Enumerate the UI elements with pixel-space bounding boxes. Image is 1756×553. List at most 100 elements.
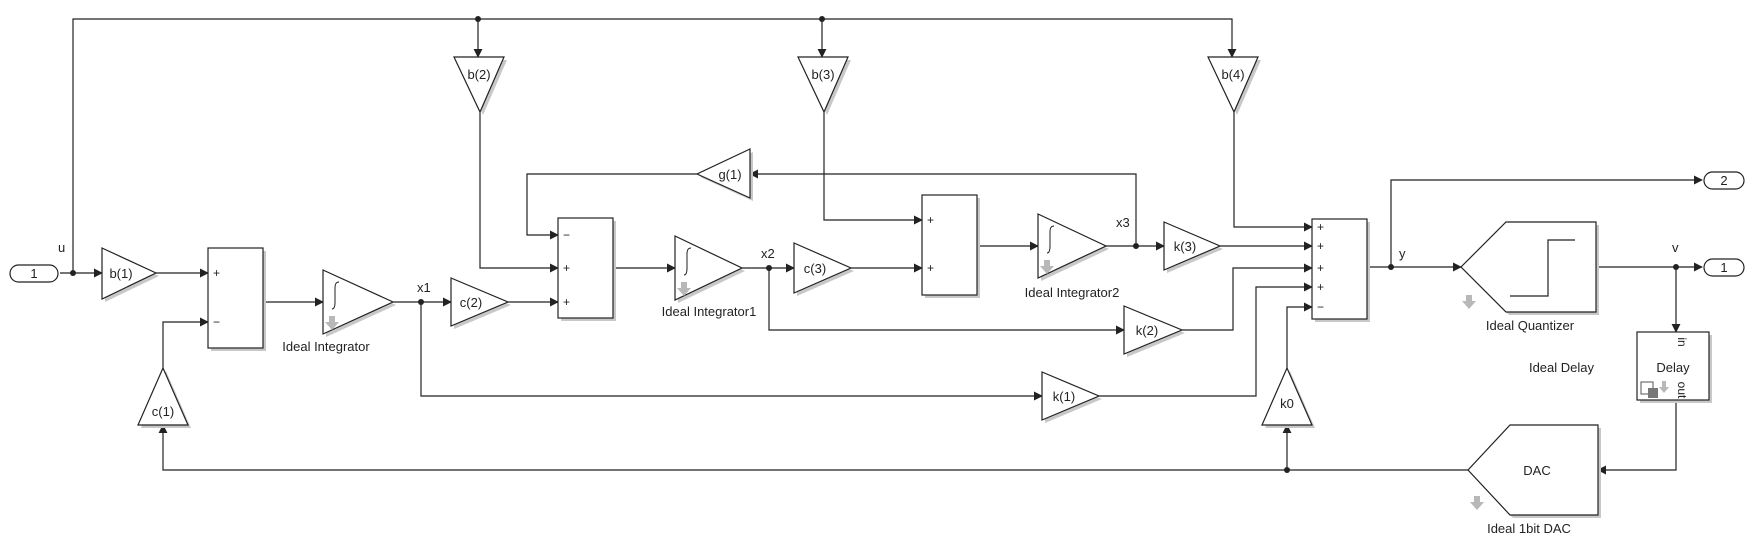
branch-dot-dac bbox=[1284, 467, 1290, 473]
outport-1-label: 1 bbox=[1720, 260, 1727, 275]
branch-dot-top-b3 bbox=[819, 16, 825, 22]
down-arrow-icon bbox=[677, 282, 691, 296]
ideal-integrator1-caption: Ideal Integrator1 bbox=[662, 304, 757, 319]
signal-label-x2: x2 bbox=[761, 246, 775, 261]
branch-dot-v bbox=[1673, 264, 1679, 270]
sum4-sign-plus-4: + bbox=[1317, 280, 1324, 294]
gain-k2-label: k(2) bbox=[1136, 323, 1158, 338]
wire-c1-to-sum1 bbox=[162, 317, 209, 368]
gain-b3-label: b(3) bbox=[811, 67, 834, 82]
down-arrow-icon bbox=[1470, 496, 1484, 510]
gain-b4-label: b(4) bbox=[1221, 67, 1244, 82]
wire-b3-to-sum3 bbox=[823, 112, 923, 225]
outport-2-label: 2 bbox=[1720, 173, 1727, 188]
integral-sign-icon bbox=[1046, 225, 1055, 254]
sum1-sign-minus: − bbox=[213, 315, 220, 329]
wire-y-to-out2 bbox=[1390, 175, 1703, 267]
branch-dot-u bbox=[70, 270, 76, 276]
wire-x2-to-k2 bbox=[768, 268, 1125, 335]
gain-k1[interactable]: k(1) bbox=[1041, 371, 1102, 423]
gain-c2-label: c(2) bbox=[460, 295, 482, 310]
wire-b2-to-sum2 bbox=[479, 112, 559, 273]
sum2-sign-plus-1: + bbox=[563, 261, 570, 275]
ideal-quantizer-caption: Ideal Quantizer bbox=[1486, 318, 1575, 333]
sum4-sign-plus-1: + bbox=[1317, 220, 1324, 234]
sum4-sign-plus-3: + bbox=[1317, 261, 1324, 275]
gain-b4[interactable]: b(4) bbox=[1207, 56, 1261, 115]
ideal-1bit-dac[interactable]: DAC Ideal 1bit DAC bbox=[1467, 424, 1601, 536]
sum-block-2[interactable]: − + + bbox=[557, 217, 616, 321]
delay-state-fill-icon bbox=[1648, 388, 1658, 398]
wire-k1-to-sum4 bbox=[1099, 282, 1313, 397]
sum-block-3[interactable]: + + bbox=[921, 194, 980, 298]
integral-sign-icon bbox=[331, 281, 340, 310]
down-arrow-icon bbox=[1659, 381, 1669, 393]
wire-dac-to-c1 bbox=[158, 424, 1468, 471]
ideal-integrator-caption: Ideal Integrator bbox=[282, 339, 370, 354]
branch-dot-x3 bbox=[1133, 243, 1139, 249]
signal-label-v: v bbox=[1672, 240, 1679, 255]
ideal-integrator2-caption: Ideal Integrator2 bbox=[1025, 285, 1120, 300]
gain-g1-label: g(1) bbox=[718, 167, 741, 182]
gain-b2-label: b(2) bbox=[467, 67, 490, 82]
sum-block-4[interactable]: + + + + − bbox=[1311, 218, 1370, 322]
down-arrow-icon bbox=[1040, 260, 1054, 274]
gain-k0-label: k0 bbox=[1280, 396, 1294, 411]
gain-g1[interactable]: g(1) bbox=[695, 148, 753, 201]
sum1-sign-plus: + bbox=[213, 266, 220, 280]
gain-c3[interactable]: c(3) bbox=[793, 242, 854, 296]
delay-block-label: Delay bbox=[1656, 360, 1690, 375]
sum3-sign-plus-2: + bbox=[927, 261, 934, 275]
dac-block-label: DAC bbox=[1523, 463, 1550, 478]
branch-dot-x2 bbox=[766, 265, 772, 271]
signal-lines bbox=[60, 18, 1703, 475]
down-arrow-icon bbox=[325, 316, 339, 330]
ideal-integrator2[interactable]: Ideal Integrator2 bbox=[1025, 213, 1120, 300]
gain-b1[interactable]: b(1) bbox=[101, 247, 159, 302]
outport-1[interactable]: 1 bbox=[1703, 258, 1745, 277]
gain-c2[interactable]: c(2) bbox=[450, 277, 511, 329]
wire-u-top-to-b4 bbox=[72, 18, 1237, 273]
gain-c3-label: c(3) bbox=[804, 261, 826, 276]
signal-label-y: y bbox=[1399, 246, 1406, 261]
gain-b2[interactable]: b(2) bbox=[453, 56, 507, 115]
gain-b3[interactable]: b(3) bbox=[797, 56, 851, 115]
gain-k3[interactable]: k(3) bbox=[1163, 221, 1223, 273]
ideal-quantizer[interactable]: Ideal Quantizer bbox=[1460, 221, 1599, 333]
wire-g1-to-sum2 bbox=[526, 173, 697, 240]
wire-delay-to-dac bbox=[1597, 401, 1677, 475]
sum4-sign-minus: − bbox=[1317, 300, 1324, 314]
ideal-delay-caption: Ideal Delay bbox=[1529, 360, 1595, 375]
signal-label-x1: x1 bbox=[417, 280, 431, 295]
inport-1-label: 1 bbox=[30, 266, 37, 281]
signal-label-x3: x3 bbox=[1116, 215, 1130, 230]
gain-k0[interactable]: k0 bbox=[1261, 366, 1315, 428]
branch-points bbox=[70, 16, 1679, 473]
ideal-delay[interactable]: in Delay out Ideal Delay bbox=[1529, 331, 1712, 403]
ideal-integrator[interactable]: Ideal Integrator bbox=[282, 269, 396, 354]
delay-port-in-label: in bbox=[1675, 337, 1689, 346]
sum2-sign-minus: − bbox=[563, 228, 570, 242]
ideal-integrator1[interactable]: Ideal Integrator1 bbox=[662, 235, 757, 319]
gain-k2[interactable]: k(2) bbox=[1123, 305, 1185, 357]
gain-k1-label: k(1) bbox=[1053, 389, 1075, 404]
gain-c1[interactable]: c(1) bbox=[137, 366, 191, 428]
wire-k0-to-sum4 bbox=[1286, 302, 1313, 368]
outport-2[interactable]: 2 bbox=[1703, 171, 1745, 190]
ideal-1bit-dac-caption: Ideal 1bit DAC bbox=[1487, 521, 1571, 536]
sum3-sign-plus-1: + bbox=[927, 213, 934, 227]
sum-block-1[interactable]: + − bbox=[207, 247, 266, 351]
gain-c1-label: c(1) bbox=[152, 404, 174, 419]
signal-label-u: u bbox=[58, 240, 65, 255]
sum2-sign-plus-2: + bbox=[563, 295, 570, 309]
down-arrow-icon bbox=[1462, 295, 1476, 309]
wire-b4-to-sum4 bbox=[1233, 112, 1313, 232]
sum4-sign-plus-2: + bbox=[1317, 239, 1324, 253]
wire-x3-to-g1 bbox=[749, 169, 1137, 246]
branch-dot-y bbox=[1388, 264, 1394, 270]
branch-dot-top-b2 bbox=[475, 16, 481, 22]
inport-1[interactable]: 1 bbox=[9, 264, 59, 283]
staircase-icon bbox=[1510, 239, 1575, 297]
wire-x1-to-k1 bbox=[420, 302, 1043, 401]
